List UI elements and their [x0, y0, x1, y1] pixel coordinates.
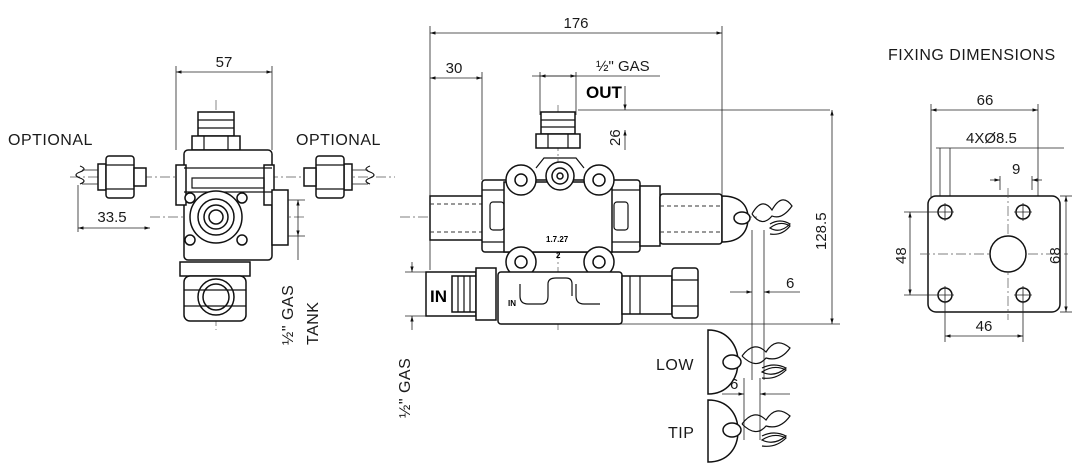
- label-code-2: 2: [556, 251, 561, 260]
- mount-hole-br: [1014, 286, 1032, 304]
- mount-hole-tr: [1014, 203, 1032, 221]
- label-tank: TANK: [305, 302, 322, 345]
- dim-66: 66: [977, 92, 994, 109]
- label-tip: TIP: [668, 425, 694, 442]
- dim-30: 30: [446, 60, 463, 77]
- dim-68: 68: [1047, 247, 1064, 264]
- label-fixing-dimensions: FIXING DIMENSIONS: [888, 47, 1056, 64]
- dim-6-lower: 6: [730, 376, 738, 393]
- fixing-dimensions: FIXING DIMENSIONS 66 4XØ8.5 9: [888, 47, 1072, 342]
- dim-128-5: 128.5: [813, 212, 830, 250]
- dim-26: 26: [607, 129, 624, 146]
- label-in: IN: [430, 287, 447, 306]
- label-gas-in: ½" GAS: [397, 358, 414, 418]
- front-view: 176 30 ½" GAS OUT 26 128.5: [397, 15, 840, 463]
- dim-57: 57: [216, 54, 233, 71]
- dim-46: 46: [976, 318, 993, 335]
- dim-48: 48: [893, 247, 910, 264]
- label-in-small: IN: [508, 299, 516, 308]
- dim-holes: 4XØ8.5: [966, 130, 1017, 147]
- label-optional-left: OPTIONAL: [8, 132, 93, 149]
- dim-176: 176: [563, 15, 588, 32]
- label-gas-tank: ½" GAS: [280, 285, 297, 345]
- label-optional-right: OPTIONAL: [296, 132, 381, 149]
- label-out: OUT: [586, 83, 623, 102]
- mount-hole-tl: [936, 203, 954, 221]
- side-view: 57: [8, 54, 395, 345]
- dim-33-5: 33.5: [97, 209, 126, 226]
- label-code-1: 1.7.27: [546, 235, 569, 244]
- label-low: LOW: [656, 357, 694, 374]
- dim-6-upper: 6: [786, 275, 794, 292]
- label-gas-top: ½" GAS: [596, 58, 650, 75]
- dim-9: 9: [1012, 161, 1020, 178]
